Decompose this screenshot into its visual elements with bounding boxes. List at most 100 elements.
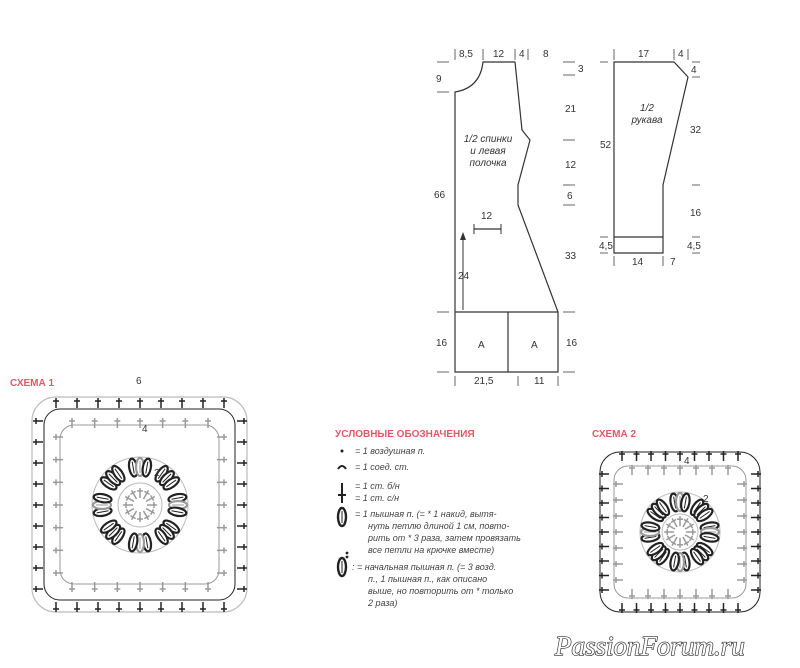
stitch-cross [236, 564, 248, 572]
sleeve-dim-left-total: 52 [600, 140, 612, 151]
dim-bottom-left: 21,5 [474, 376, 494, 387]
dim-right-21: 21 [565, 104, 577, 115]
dim-left-bottom: 16 [436, 338, 448, 349]
stitch-cross [32, 585, 44, 593]
legend-item-5-line-2: нуть петлю длиной 1 см, повто- [368, 521, 509, 531]
legend-item-4: = 1 ст. с/н [355, 493, 399, 503]
dim-top-neck: 8,5 [459, 49, 473, 60]
stitch-center [663, 528, 675, 536]
scheme1-title: СХЕМА 1 [10, 378, 55, 389]
legend: УСЛОВНЫЕ ОБОЗНАЧЕНИЯ = 1 воздушная п. = … [335, 429, 521, 608]
puff-stitch-icon [336, 506, 348, 528]
sleeve-dim-right-bottom: 4,5 [687, 241, 701, 252]
stitch-cross-grey [52, 501, 64, 509]
back-label-line-2: и левая [470, 146, 506, 157]
double-crochet-icon [338, 491, 346, 503]
dim-top-shoulder: 12 [493, 49, 505, 60]
dim-right-6: 6 [567, 191, 573, 202]
stitch-cross [236, 480, 248, 488]
stitch-cross [73, 397, 81, 409]
stitch-cross [32, 480, 44, 488]
dim-bottom-right: 11 [534, 376, 545, 387]
stitch-cross [115, 601, 123, 613]
stitch-cross [73, 601, 81, 613]
stitch-cross-grey [90, 417, 99, 429]
legend-item-5-line-3: рить от * 3 раза, затем провязать [367, 533, 521, 543]
legend-item-5-line-1: = 1 пышная п. (= * 1 накид, вытя- [355, 509, 497, 519]
back-label-line-3: полочка [469, 158, 506, 169]
scheme1-row-2: 2 [154, 468, 160, 479]
stitch-cross [32, 417, 44, 425]
sleeve-dim-right-32: 32 [690, 125, 702, 136]
stitch-cross [136, 397, 144, 409]
legend-title: УСЛОВНЫЕ ОБОЗНАЧЕНИЯ [335, 429, 475, 440]
scheme2-row-2: 2 [703, 494, 709, 505]
slip-stitch-icon [337, 465, 347, 470]
legend-item-1: = 1 воздушная п. [355, 446, 425, 456]
stitch-center [676, 515, 684, 527]
dim-left-total: 66 [434, 190, 446, 201]
sleeve-dim-top-width: 17 [638, 49, 650, 60]
stitch-cross-grey [181, 417, 190, 429]
scheme2-stitches [598, 450, 762, 614]
stitch-cross [220, 601, 228, 613]
stitch-cross [32, 459, 44, 467]
stitch-cross [32, 522, 44, 530]
stitch-cross [94, 397, 102, 409]
stitch-cross [94, 601, 102, 613]
stitch-cross [220, 397, 228, 409]
sleeve-dim-bottom-small: 7 [670, 257, 676, 268]
legend-item-6-line-3: выше, но повторить от * только [368, 586, 513, 596]
legend-item-3: = 1 ст. б/н [355, 481, 400, 491]
stitch-cross [236, 438, 248, 446]
scheme2-title: СХЕМА 2 [592, 429, 637, 440]
sleeve-dim-bottom-width: 14 [632, 257, 644, 268]
stitch-center [136, 487, 144, 499]
scheme1-row-4: 4 [142, 424, 148, 435]
stitch-cross-grey [158, 417, 167, 429]
stitch-cross-grey [52, 433, 64, 441]
stitch-cross-grey [113, 417, 122, 429]
legend-item-6-line-4: 2 раза) [367, 598, 397, 608]
sleeve-label-line-1: 1/2 [640, 103, 654, 114]
stitch-cross [236, 522, 248, 530]
stitch-cross [178, 601, 186, 613]
stitch-cross [236, 543, 248, 551]
stitch-cross [236, 417, 248, 425]
sleeve-schematic: 17 4 4 32 16 4,5 52 4,5 14 7 1/2 рукава [599, 49, 702, 268]
stitch-center [122, 501, 134, 509]
back-piece-schematic: A A 8,5 12 4 8 9 66 16 24 3 21 12 6 33 1… [434, 49, 584, 387]
dim-top-a: 4 [519, 49, 525, 60]
stitch-cross-grey [204, 417, 212, 429]
stitch-cross [236, 459, 248, 467]
back-label-line-1: 1/2 спинки [464, 134, 513, 145]
dim-inner-12: 12 [481, 211, 493, 222]
stitch-cross [236, 585, 248, 593]
stitch-cross-grey [52, 478, 64, 487]
chain-dot-icon [340, 449, 344, 453]
stitch-cross [199, 601, 207, 613]
legend-item-5-line-4: все петли на крючке вместе) [368, 545, 494, 555]
sleeve-dim-top-small: 4 [678, 49, 684, 60]
starting-puff-icon [336, 551, 349, 578]
stitch-cross [115, 397, 123, 409]
sleeve-dim-right-top: 4 [691, 65, 697, 76]
stitch-cross-grey [52, 523, 64, 532]
stitch-center [146, 501, 158, 509]
watermark: PassionForum.ru [554, 631, 745, 661]
sleeve-dim-right-16: 16 [690, 208, 702, 219]
stitch-cross [32, 564, 44, 572]
stitch-center [685, 528, 697, 536]
stitch-center [136, 511, 144, 523]
legend-item-6-line-2: п., 1 пышная п., как описано [368, 574, 487, 584]
stitch-cross-grey [52, 455, 64, 464]
dim-right-3: 3 [578, 64, 584, 75]
stitch-cross-grey [68, 417, 76, 429]
legend-item-2: = 1 соед. ст. [355, 462, 409, 472]
dim-left-24: 24 [458, 271, 470, 282]
legend-item-6-line-1: : = начальная пышная п. (= 3 возд. [352, 562, 496, 572]
stitch-cross [32, 438, 44, 446]
stitch-cross-grey [52, 569, 64, 577]
stitch-cross [178, 397, 186, 409]
dim-left-neck-drop: 9 [436, 74, 442, 85]
